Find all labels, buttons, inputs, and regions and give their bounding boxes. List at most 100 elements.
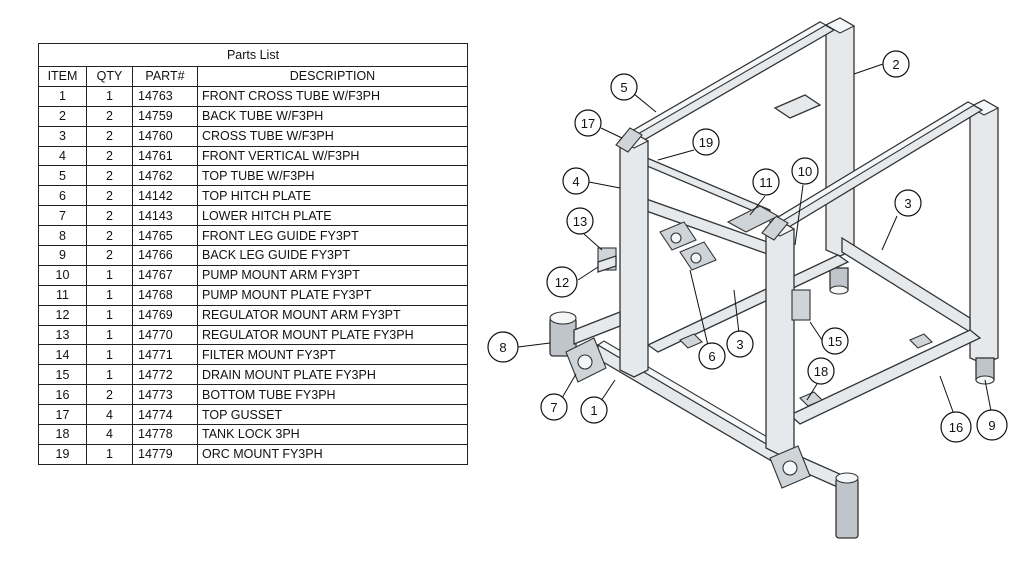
cell-part: 14767: [132, 264, 198, 286]
cell-part: 14762: [132, 165, 198, 187]
cell-item: 15: [38, 364, 87, 386]
cell-part: 14761: [132, 145, 198, 167]
cell-qty: 2: [86, 105, 133, 127]
cell-part: 14763: [132, 85, 198, 107]
cell-item: 1: [38, 85, 87, 107]
cell-desc: BACK TUBE W/F3PH: [197, 105, 468, 127]
balloon-17-label: 17: [581, 116, 595, 131]
balloon-8-label: 8: [499, 340, 506, 355]
balloon-11: 11: [752, 168, 780, 196]
balloon-12: 12: [546, 266, 578, 298]
cell-desc: CROSS TUBE W/F3PH: [197, 125, 468, 147]
cell-item: 13: [38, 324, 87, 346]
header-item: ITEM: [38, 66, 87, 87]
cell-part: 14774: [132, 404, 198, 426]
cell-qty: 1: [86, 344, 133, 366]
cell-item: 18: [38, 424, 87, 445]
balloon-5: 5: [610, 73, 638, 101]
cell-desc: REGULATOR MOUNT ARM FY3PT: [197, 304, 468, 326]
balloon-15: 15: [821, 327, 849, 355]
cell-item: 6: [38, 185, 87, 207]
balloon-2-label: 2: [892, 57, 899, 72]
balloon-13-label: 13: [573, 214, 587, 229]
balloon-1-label: 1: [590, 403, 597, 418]
balloon-5-label: 5: [620, 80, 627, 95]
balloon-1: 1: [580, 396, 608, 424]
cell-qty: 2: [86, 145, 133, 167]
cell-qty: 1: [86, 284, 133, 306]
cell-part: 14143: [132, 205, 198, 227]
cell-qty: 4: [86, 404, 133, 426]
cell-qty: 2: [86, 384, 133, 406]
cell-desc: BACK LEG GUIDE FY3PT: [197, 245, 468, 266]
cell-qty: 1: [86, 85, 133, 107]
cell-part: 14770: [132, 324, 198, 346]
balloon-6-label: 6: [708, 349, 715, 364]
cell-desc: LOWER HITCH PLATE: [197, 205, 468, 227]
cell-desc: ORC MOUNT FY3PH: [197, 443, 468, 465]
cell-item: 7: [38, 205, 87, 227]
cell-item: 14: [38, 344, 87, 366]
cell-desc: FRONT VERTICAL W/F3PH: [197, 145, 468, 167]
balloon-9-label: 9: [988, 418, 995, 433]
cell-desc: BOTTOM TUBE FY3PH: [197, 384, 468, 406]
balloon-4-label: 4: [572, 174, 579, 189]
cell-part: 14768: [132, 284, 198, 306]
balloon-10: 10: [791, 157, 819, 185]
balloon-13: 13: [566, 207, 594, 235]
cell-part: 14765: [132, 225, 198, 247]
balloon-7: 7: [540, 393, 568, 421]
cell-part: 14769: [132, 304, 198, 326]
cell-part: 14778: [132, 424, 198, 445]
cell-desc: TANK LOCK 3PH: [197, 424, 468, 445]
cell-desc: TOP GUSSET: [197, 404, 468, 426]
cell-item: 19: [38, 443, 87, 465]
cell-desc: DRAIN MOUNT PLATE FY3PH: [197, 364, 468, 386]
balloon-10-label: 10: [798, 164, 812, 179]
cell-item: 11: [38, 284, 87, 306]
cell-desc: PUMP MOUNT ARM FY3PT: [197, 264, 468, 286]
cell-desc: FRONT CROSS TUBE W/F3PH: [197, 85, 468, 107]
cell-qty: 2: [86, 165, 133, 187]
header-part: PART#: [132, 66, 198, 87]
cell-qty: 1: [86, 324, 133, 346]
balloon-3-left-label: 3: [736, 337, 743, 352]
cell-part: 14779: [132, 443, 198, 465]
cell-part: 14142: [132, 185, 198, 207]
balloon-9: 9: [976, 409, 1008, 441]
frame-drawing: [549, 17, 1000, 539]
cell-desc: FRONT LEG GUIDE FY3PT: [197, 225, 468, 247]
balloon-7-label: 7: [550, 400, 557, 415]
cell-qty: 4: [86, 424, 133, 445]
parts-list-title: Parts List: [38, 43, 468, 67]
cell-item: 10: [38, 264, 87, 286]
cell-item: 4: [38, 145, 87, 167]
cell-item: 3: [38, 125, 87, 147]
cell-qty: 2: [86, 245, 133, 266]
balloon-19-label: 19: [699, 135, 713, 150]
balloon-3-right-label: 3: [904, 196, 911, 211]
cell-qty: 1: [86, 364, 133, 386]
balloon-19: 19: [692, 128, 720, 156]
balloon-11-label: 11: [759, 175, 773, 190]
cell-part: 14772: [132, 364, 198, 386]
cell-part: 14773: [132, 384, 198, 406]
cell-item: 9: [38, 245, 87, 266]
cell-item: 8: [38, 225, 87, 247]
balloon-16: 16: [940, 411, 972, 443]
